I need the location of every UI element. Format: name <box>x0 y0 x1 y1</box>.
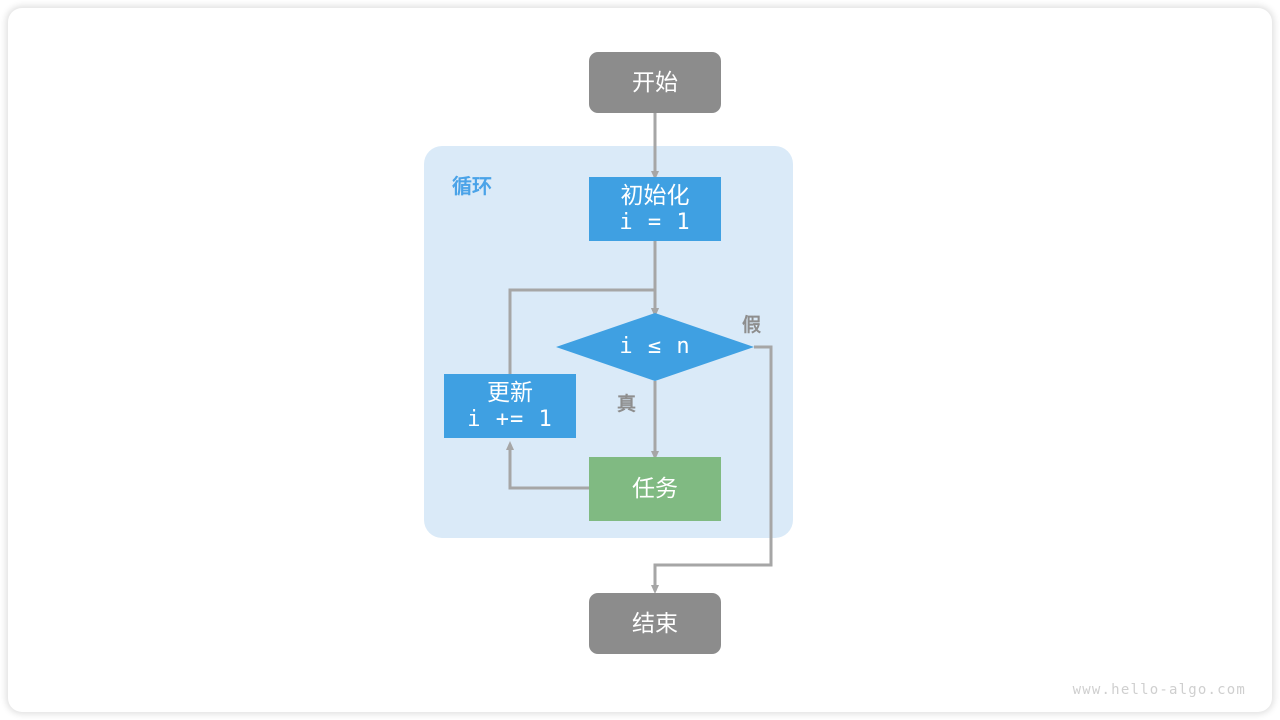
node-update[interactable] <box>444 374 576 438</box>
node-condition[interactable] <box>556 313 754 381</box>
edge-cond-false-to-end <box>651 345 773 594</box>
node-task[interactable] <box>589 457 721 521</box>
edge-task-to-update <box>506 441 589 490</box>
site-watermark: www.hello-algo.com <box>1072 682 1246 698</box>
node-init[interactable] <box>589 177 721 241</box>
node-end[interactable] <box>589 593 721 654</box>
edge-update-to-cond <box>508 288 659 374</box>
node-start[interactable] <box>589 52 721 113</box>
